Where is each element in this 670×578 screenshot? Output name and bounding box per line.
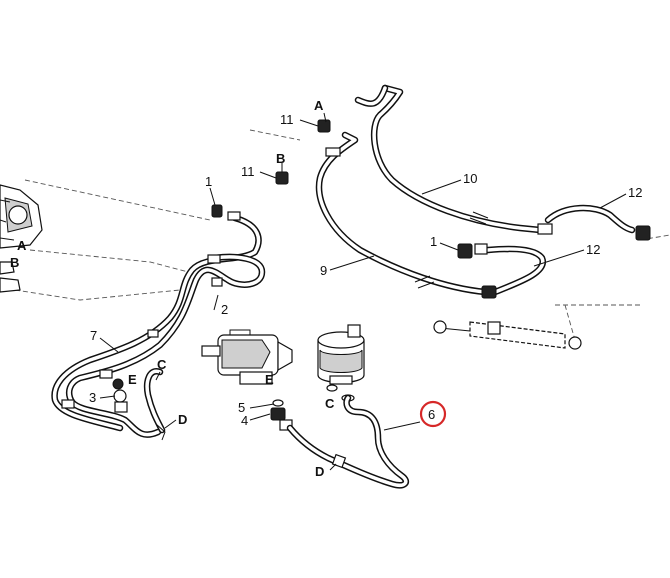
callout-a-upper: A <box>314 98 324 113</box>
highlight-ring <box>419 400 447 428</box>
callout-1-right: 1 <box>430 234 437 249</box>
steering-cylinder <box>433 320 582 350</box>
callout-e-left: E <box>128 372 137 387</box>
hose-7 <box>66 253 266 438</box>
hose-12-lower <box>484 245 546 296</box>
hose-6 <box>286 394 410 489</box>
leader-lines <box>99 112 627 471</box>
callout-4: 4 <box>241 413 248 428</box>
callout-labels: 1 2 3 4 5 7 9 10 11 11 12 12 1 A A B B C… <box>10 98 642 479</box>
callout-b-left: B <box>10 255 19 270</box>
callout-6: 6 <box>428 407 435 422</box>
oil-reservoir <box>317 324 365 402</box>
hose-2 <box>51 214 262 432</box>
callout-c-left: C <box>157 357 167 372</box>
pump-fittings <box>270 399 293 431</box>
callout-c-right: C <box>325 396 335 411</box>
callout-10: 10 <box>463 171 477 186</box>
callout-9: 9 <box>320 263 327 278</box>
hose-left-c <box>143 368 166 434</box>
callout-a-left: A <box>17 238 27 253</box>
callout-7: 7 <box>90 328 97 343</box>
callout-11-lower: 11 <box>241 164 255 179</box>
hose-12-upper <box>544 204 636 234</box>
callout-1-left: 1 <box>205 174 212 189</box>
hydraulic-pump <box>201 329 293 385</box>
callout-b-upper: B <box>276 151 285 166</box>
hose-9 <box>315 131 489 296</box>
callout-12-lower: 12 <box>586 242 600 257</box>
callout-2: 2 <box>221 302 228 317</box>
reference-lines <box>14 129 670 341</box>
callout-5: 5 <box>238 400 245 415</box>
right-fittings <box>275 119 651 299</box>
steering-unit <box>0 184 43 293</box>
callout-3: 3 <box>89 390 96 405</box>
callout-12-upper: 12 <box>628 185 642 200</box>
callout-11-upper: 11 <box>280 112 294 127</box>
callout-e-right: E <box>265 372 274 387</box>
callout-d-left: D <box>178 412 187 427</box>
callout-d-right: D <box>315 464 324 479</box>
hose-10 <box>354 84 544 234</box>
callout-6-highlight[interactable]: 6 <box>419 400 447 428</box>
left-fittings <box>61 204 241 441</box>
